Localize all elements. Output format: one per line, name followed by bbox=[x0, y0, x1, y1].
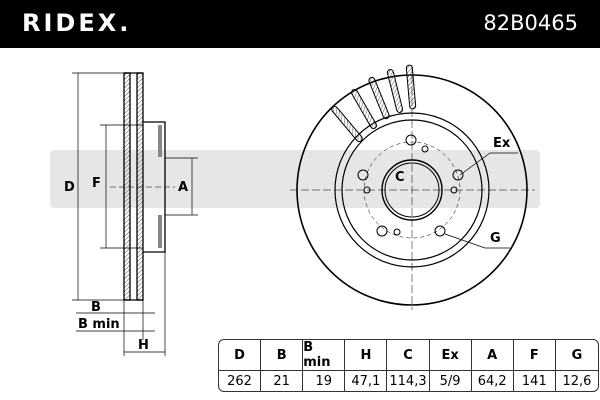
table-header: B min bbox=[303, 340, 346, 371]
table-cell: 141 bbox=[514, 371, 556, 391]
table-header: B bbox=[261, 340, 304, 371]
table-header: A bbox=[471, 340, 514, 371]
brand-logo: RIDEX. bbox=[22, 9, 132, 37]
front-view bbox=[290, 64, 535, 310]
label-ex: Ex bbox=[493, 136, 511, 151]
table-header: D bbox=[219, 340, 262, 371]
label-b: B bbox=[91, 300, 101, 315]
table-cell: 12,6 bbox=[562, 373, 592, 389]
label-d: D bbox=[64, 180, 75, 195]
label-h: H bbox=[138, 338, 149, 353]
table-cell: 19 bbox=[303, 371, 346, 391]
dimensions-table: D B B min H C Ex A F G 262 21 19 47,1 11… bbox=[218, 339, 599, 392]
label-a: A bbox=[178, 180, 189, 195]
table-cell: 21 bbox=[261, 371, 304, 391]
table-cell: 64,2 bbox=[472, 371, 514, 391]
label-c: C bbox=[395, 170, 405, 185]
label-f: F bbox=[92, 176, 101, 191]
side-view bbox=[110, 72, 175, 301]
label-b-min: B min bbox=[78, 317, 120, 332]
table-cell: 47,1 bbox=[345, 371, 388, 391]
header-bar: RIDEX. 82B0465 bbox=[0, 0, 600, 48]
table-cell: 5/9 bbox=[430, 371, 472, 391]
table-header: Ex bbox=[429, 340, 472, 371]
watermark bbox=[50, 150, 540, 208]
table-header: H bbox=[345, 340, 388, 371]
part-number: 82B0465 bbox=[483, 11, 578, 35]
table-header: G bbox=[555, 340, 598, 371]
table-cell: 114,3 bbox=[387, 371, 430, 391]
label-g: G bbox=[490, 231, 501, 246]
dimension-lines bbox=[72, 72, 198, 356]
table-header: C bbox=[387, 340, 430, 371]
table-header: F bbox=[513, 340, 556, 371]
table-cell: 262 bbox=[219, 371, 262, 391]
